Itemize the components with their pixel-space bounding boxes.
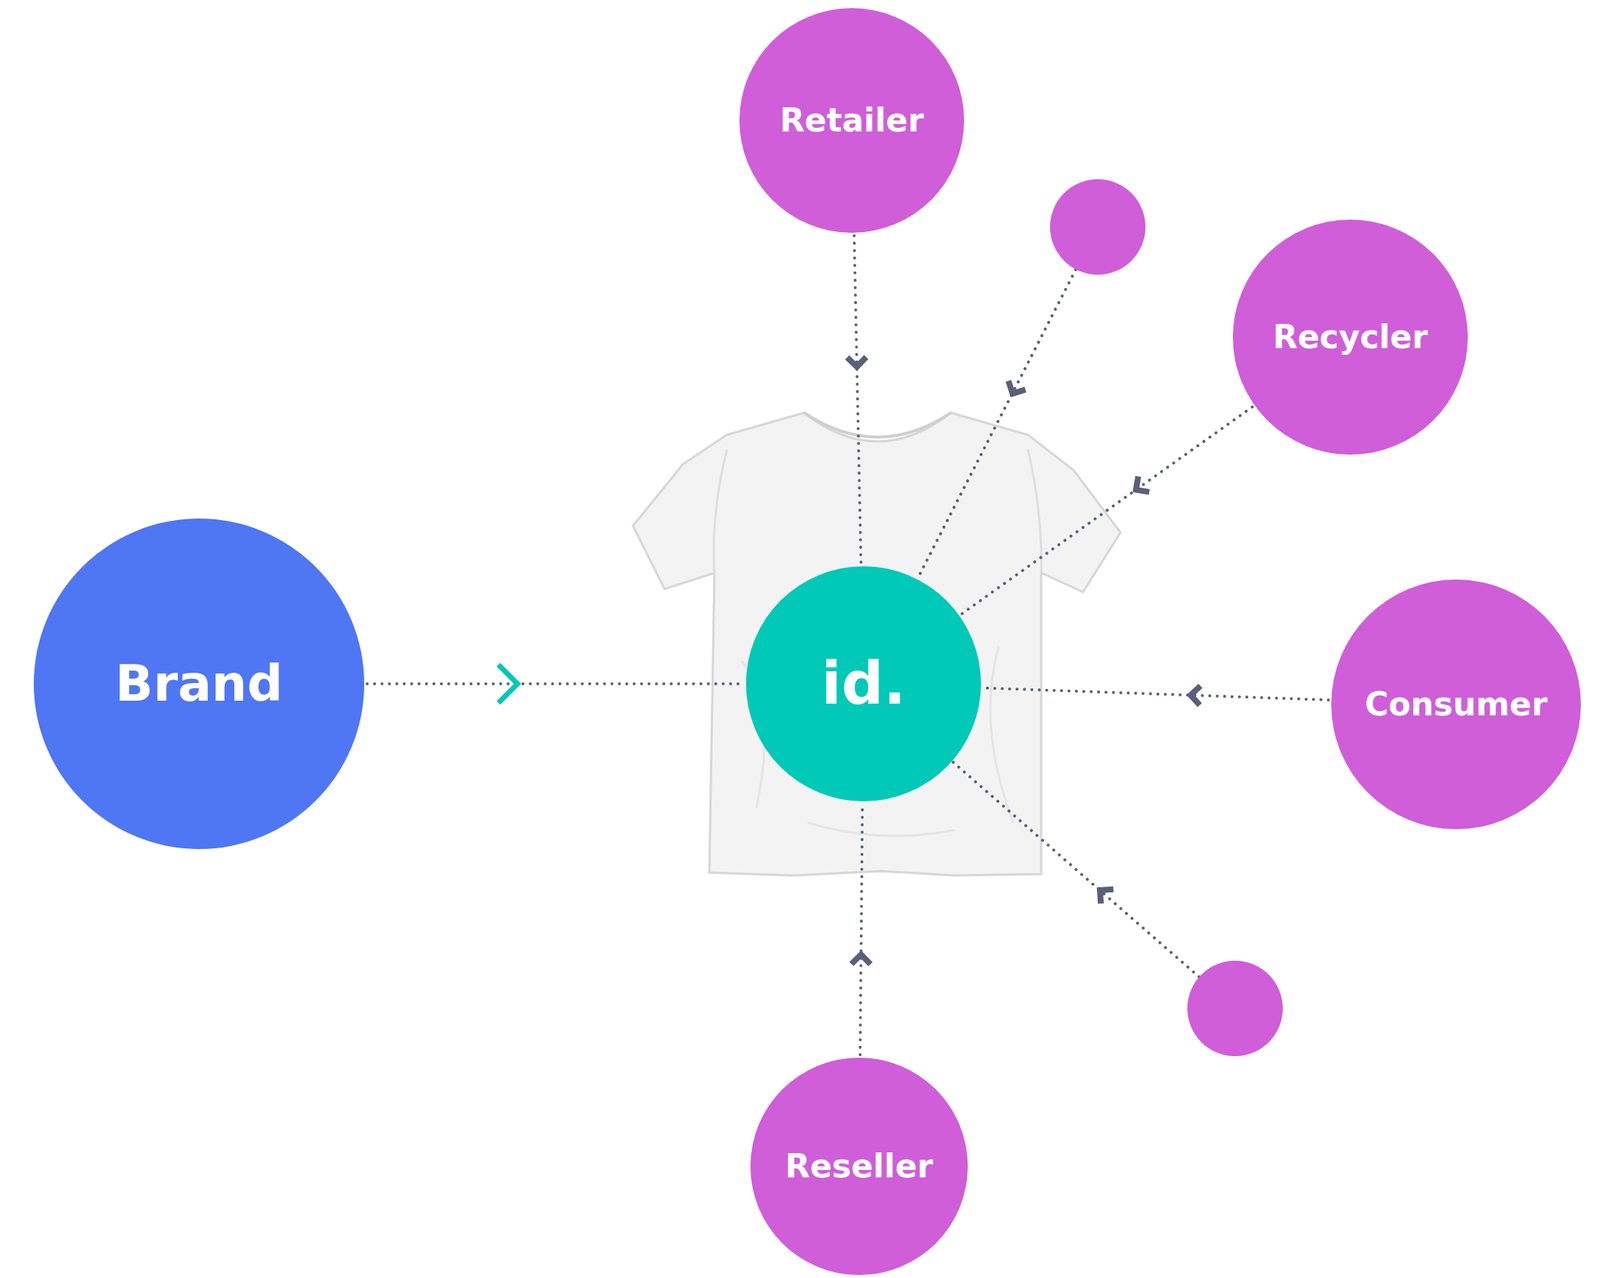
chevron-arrowhead — [1190, 685, 1201, 705]
node-label: id. — [820, 651, 906, 716]
dotted-connector — [961, 406, 1253, 614]
dotted-connector — [983, 685, 1329, 705]
node-label: Reseller — [784, 1148, 933, 1184]
chevron — [1093, 882, 1114, 904]
node-label: Brand — [115, 656, 283, 712]
chevron-arrowhead — [498, 664, 518, 703]
node-label: Consumer — [1365, 686, 1548, 722]
partner-circle: Consumer — [1331, 579, 1581, 830]
shirt-seam — [1027, 449, 1042, 573]
circle-fill — [750, 1057, 968, 1275]
unlabelled-source — [917, 179, 1146, 580]
small-circle — [1050, 179, 1146, 275]
circle-fill — [739, 8, 965, 233]
chevron — [1003, 381, 1026, 398]
t-shirt-illustration — [632, 412, 1121, 876]
circle-fill — [1232, 219, 1468, 455]
dotted-line — [983, 688, 1329, 700]
dotted-connector — [367, 664, 744, 703]
dotted-line — [917, 269, 1076, 580]
brand-circle: Brand — [33, 518, 365, 849]
unlabelled-source — [951, 760, 1283, 1056]
chevron-arrowhead — [851, 953, 871, 964]
dotted-line — [961, 406, 1253, 614]
partner-circle: Recycler — [1232, 219, 1468, 455]
shirt-seam — [713, 449, 727, 573]
shirt-body — [632, 412, 1121, 876]
dotted-line — [859, 804, 863, 1055]
dotted-line — [853, 235, 861, 564]
node-label: Recycler — [1272, 319, 1428, 355]
partner-circle: Reseller — [750, 1057, 968, 1275]
chevron-arrowhead — [1130, 476, 1150, 498]
circle-fill — [746, 566, 982, 802]
dotted-line — [951, 760, 1200, 977]
dotted-connector — [851, 804, 871, 1055]
dotted-line — [367, 682, 744, 686]
small-circle — [1187, 960, 1283, 1056]
id-circle: id. — [746, 566, 982, 802]
shirt-collar — [804, 412, 951, 437]
dotted-connector — [847, 235, 867, 564]
node-label: Retailer — [779, 102, 924, 139]
circle-fill — [1331, 579, 1581, 830]
circle-fill — [33, 518, 365, 849]
chevron-arrowhead — [847, 356, 867, 368]
partner-circle: Retailer — [739, 8, 965, 233]
